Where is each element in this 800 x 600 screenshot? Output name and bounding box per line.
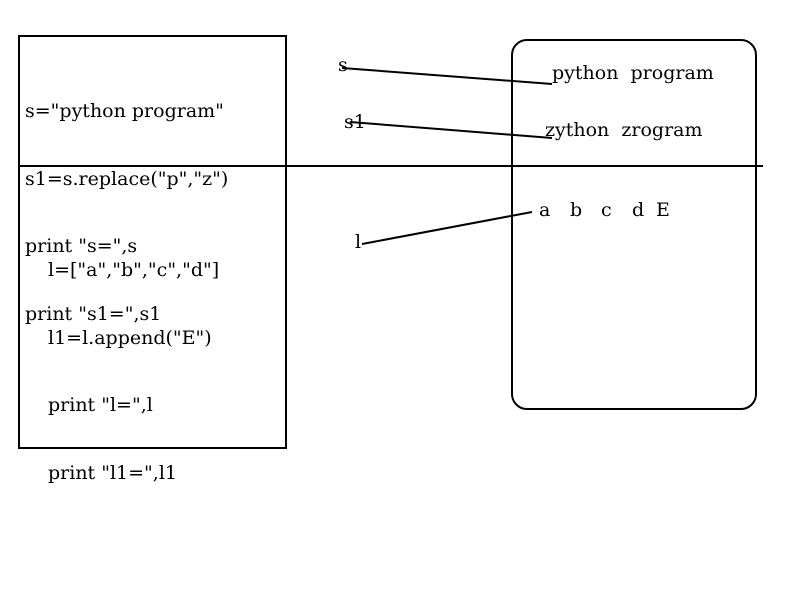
list-item: c: [601, 199, 612, 221]
value-s: python program: [552, 62, 714, 84]
code-block-2: l=["a","b","c","d"] l1=l.append("E") pri…: [48, 214, 219, 507]
list-item: d: [632, 199, 645, 221]
arrow-s: [341, 67, 553, 85]
arrow-s1: [349, 121, 553, 139]
code-line: print "s=",s: [25, 235, 138, 257]
list-item: a: [539, 199, 551, 221]
memory-panel: [511, 39, 757, 410]
code-line: print "s1=",s1: [25, 302, 162, 325]
code-line: l1=l.append("E"): [48, 326, 212, 349]
variable-s-label: s: [338, 54, 348, 76]
code-line: s="python program": [25, 100, 224, 122]
variable-l-label: l: [355, 231, 362, 253]
list-item: E: [656, 199, 670, 221]
arrow-l: [361, 211, 533, 245]
code-line: l=["a","b","c","d"]: [48, 259, 220, 281]
list-item: b: [570, 199, 583, 221]
value-s1: zython zrogram: [545, 119, 703, 141]
code-block-1: s="python program" s1=s.replace("p","z")…: [25, 55, 228, 348]
code-line: print "l1=",l1: [48, 461, 178, 484]
section-divider: [18, 165, 763, 167]
code-line: s1=s.replace("p","z"): [25, 167, 229, 190]
code-line: print "l=",l: [48, 394, 153, 416]
code-panel: [18, 35, 287, 449]
